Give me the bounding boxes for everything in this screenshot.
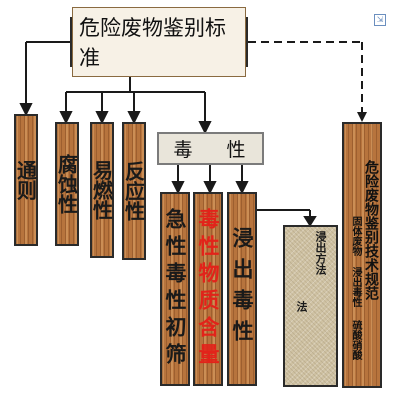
- technical-spec-line: 固体废物 浸出毒性: [350, 216, 361, 307]
- technical-spec-title: 危险废物鉴别技术规范: [363, 160, 379, 300]
- category-label: 易燃性: [89, 160, 114, 220]
- category-label: 通则: [13, 160, 38, 200]
- category-reactivity: 反应性: [122, 122, 146, 260]
- category-label: 反应性: [121, 161, 146, 221]
- leaching-method-text: 浸出方法: [314, 231, 327, 275]
- toxicity-box: 毒 性: [157, 132, 264, 165]
- technical-spec-box: 危险废物鉴别技术规范 固体废物 浸出毒性 硫酸硝酸: [342, 122, 382, 388]
- page-title: 危险废物鉴别标准: [72, 7, 246, 77]
- leaching-method-box: 浸出方法 法: [283, 225, 338, 387]
- toxicity-label: 毒 性: [173, 139, 260, 161]
- external-link-icon[interactable]: ⇲: [374, 14, 386, 26]
- toxicity-item-label: 急性毒性初筛: [163, 208, 188, 370]
- toxicity-content: 毒性物质含量: [193, 192, 223, 386]
- toxicity-acute: 急性毒性初筛: [160, 192, 190, 386]
- toxicity-item-label: 毒性物质含量: [196, 208, 221, 370]
- technical-spec-line: 硫酸硝酸: [350, 320, 361, 360]
- category-corrosivity: 腐蚀性: [55, 122, 79, 246]
- title-box: 危险废物鉴别标准: [70, 7, 248, 77]
- toxicity-item-label: 浸出毒性: [230, 227, 255, 351]
- toxicity-leaching: 浸出毒性: [227, 192, 257, 386]
- category-flammability: 易燃性: [90, 122, 114, 258]
- leaching-method-text: 法: [295, 300, 308, 312]
- category-label: 腐蚀性: [54, 154, 79, 214]
- category-general: 通则: [14, 114, 38, 246]
